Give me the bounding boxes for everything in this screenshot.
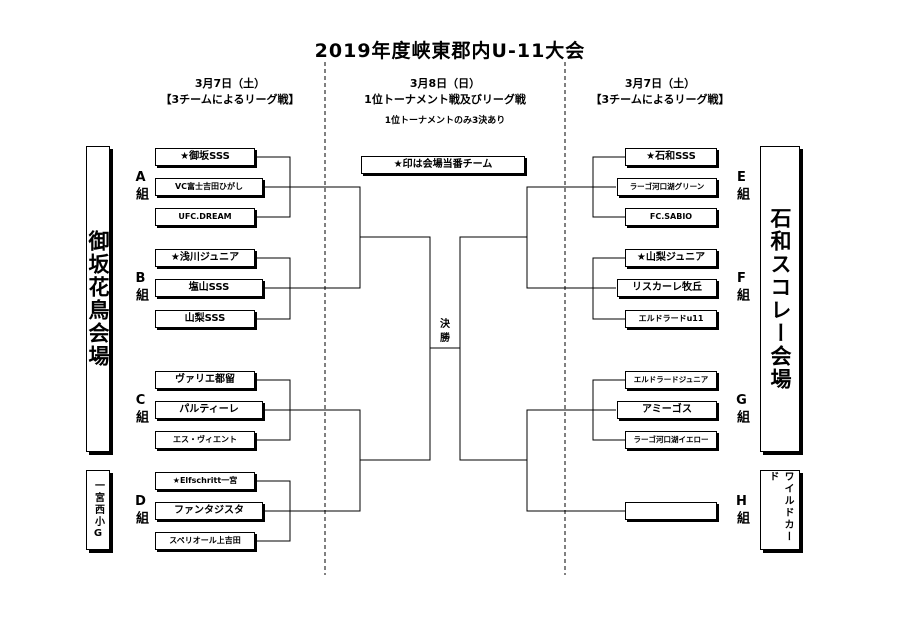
venue-right-main-label: 石和スコレー会場 (768, 207, 792, 391)
host-team-note: ★印は会場当番チーム (361, 156, 525, 174)
team-g3: ラーゴ河口湖イエロー (625, 431, 717, 449)
right-header: 3月7日（土） 【3チームによるリーグ戦】 (570, 76, 750, 108)
team-b2: 塩山SSS (155, 279, 263, 297)
final-label: 決勝 (440, 319, 450, 344)
left-header-format: 【3チームによるリーグ戦】 (160, 93, 300, 106)
left-header: 3月7日（土） 【3チームによるリーグ戦】 (140, 76, 320, 108)
team-d3: スペリオール上吉田 (155, 532, 255, 550)
venue-right-sub: ワイルドカード (760, 470, 800, 550)
team-d2: ファンタジスタ (155, 502, 263, 520)
center-header: 3月8日（日） 1位トーナメント戦及びリーグ戦 (330, 76, 560, 108)
team-f1: ★山梨ジュニア (625, 249, 717, 267)
team-h1 (625, 502, 717, 520)
venue-left-main: 御坂花鳥会場 (86, 146, 110, 452)
group-label-a: A組 (133, 170, 148, 202)
group-label-h: H組 (734, 494, 749, 526)
team-b3: 山梨SSS (155, 310, 255, 328)
team-f2: リスカーレ牧丘 (617, 279, 717, 297)
group-label-f: F組 (734, 271, 749, 303)
right-header-date: 3月7日（土） (624, 77, 696, 90)
venue-left-main-label: 御坂花鳥会場 (86, 230, 110, 368)
team-a3: UFC.DREAM (155, 208, 255, 226)
group-label-e: E組 (734, 170, 749, 202)
venue-left-sub-label: 一宮西小G (92, 479, 104, 541)
right-header-format: 【3チームによるリーグ戦】 (590, 93, 730, 106)
team-c2: パルティーレ (155, 401, 263, 419)
center-header-date: 3月8日（日） (409, 77, 481, 90)
center-header-note: 1位トーナメントのみ3決あり (384, 116, 506, 126)
team-e3: FC.SABIO (625, 208, 717, 226)
team-a1: ★御坂SSS (155, 148, 255, 166)
team-e1: ★石和SSS (625, 148, 717, 166)
group-label-c: C組 (133, 393, 148, 425)
team-e2: ラーゴ河口湖グリーン (617, 178, 717, 196)
team-g1: エルドラードジュニア (625, 371, 717, 389)
group-label-d: D組 (133, 494, 148, 526)
team-g2: アミーゴス (617, 401, 717, 419)
venue-left-sub: 一宮西小G (86, 470, 110, 550)
team-f3: エルドラードu11 (625, 310, 717, 328)
team-b1: ★浅川ジュニア (155, 249, 255, 267)
center-header-format: 1位トーナメント戦及びリーグ戦 (364, 93, 526, 106)
group-label-g: G組 (734, 393, 749, 425)
team-d1: ★Elfschritt一宮 (155, 472, 255, 490)
group-label-b: B組 (133, 271, 148, 303)
venue-right-main: 石和スコレー会場 (760, 146, 800, 452)
page-title: 2019年度峡東郡内U-11大会 (314, 40, 586, 62)
venue-right-sub-label: ワイルドカード (767, 471, 793, 543)
left-header-date: 3月7日（土） (194, 77, 266, 90)
team-c1: ヴァリエ都留 (155, 371, 255, 389)
team-a2: VC富士吉田ひがし (155, 178, 263, 196)
team-c3: エス・ヴィエント (155, 431, 255, 449)
